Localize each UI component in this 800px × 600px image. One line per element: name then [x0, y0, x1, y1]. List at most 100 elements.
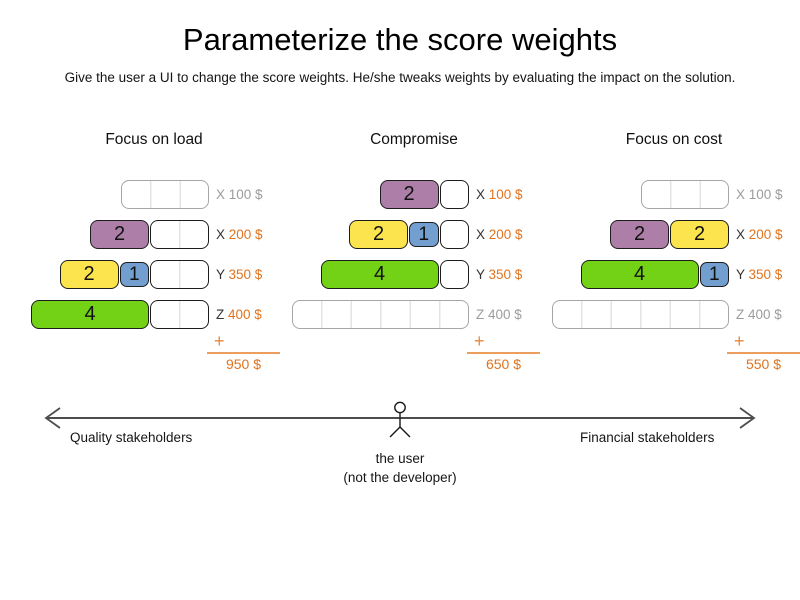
constraint-cost: 400 $: [228, 307, 262, 322]
constraint-letter: X: [736, 227, 749, 242]
weight-block-value: 1: [708, 263, 720, 285]
sum-total: 650 $: [485, 356, 522, 372]
sum-line: [207, 352, 280, 354]
row-cost-label: Z 400 $: [476, 300, 522, 329]
weight-block-purple: 2: [610, 220, 669, 249]
arrow-left-head-icon: [44, 407, 61, 429]
weight-block-purple: 2: [379, 180, 439, 209]
weight-row: 2: [90, 220, 209, 249]
weight-row: [640, 180, 729, 209]
weight-block-green: 4: [320, 260, 439, 289]
weight-block-green: 4: [580, 260, 699, 289]
weight-row: 2: [379, 180, 469, 209]
slide-subtitle: Give the user a UI to change the score w…: [64, 70, 736, 85]
row-cost-label: X 200 $: [216, 220, 263, 249]
column-title: Compromise: [370, 131, 458, 148]
row-cost-label: Y 350 $: [476, 260, 522, 289]
sum-total: 950 $: [225, 356, 262, 372]
weight-track: [640, 180, 729, 209]
constraint-letter: X: [476, 227, 489, 242]
weight-row: [552, 300, 729, 329]
constraint-cost: 400 $: [488, 307, 522, 322]
weight-block-value: 2: [693, 223, 706, 245]
weight-track: [439, 180, 469, 209]
weight-row: [292, 300, 469, 329]
weight-row: 4: [320, 260, 469, 289]
weight-block-yellow: 2: [349, 220, 408, 249]
weight-track: [439, 260, 469, 289]
weight-track: [150, 220, 209, 249]
constraint-cost: 350 $: [488, 267, 523, 282]
constraint-cost: 200 $: [748, 227, 783, 242]
weight-block-yellow: 2: [670, 220, 729, 249]
weight-row: [120, 180, 209, 209]
constraint-letter: X: [736, 187, 749, 202]
sum-plus-sign: +: [734, 331, 745, 351]
weight-block-purple: 2: [90, 220, 149, 249]
row-cost-label: X 100 $: [216, 180, 263, 209]
weight-block-value: 4: [373, 263, 386, 285]
constraint-letter: Y: [216, 267, 229, 282]
user-label-line2: (not the developer): [343, 470, 457, 485]
weight-block-green: 4: [31, 300, 149, 329]
weight-block-value: 2: [372, 223, 385, 245]
sum-plus-sign: +: [474, 331, 485, 351]
stakeholder-spectrum-arrow: [44, 401, 756, 438]
weight-track: [150, 260, 209, 289]
weight-block-value: 1: [418, 223, 430, 245]
column-title: Focus on load: [105, 131, 203, 148]
sum-line: [727, 352, 800, 354]
weight-block-yellow: 2: [59, 260, 119, 289]
financial-stakeholders-label: Financial stakeholders: [580, 430, 715, 445]
weight-block-value: 2: [633, 223, 646, 245]
constraint-letter: Z: [736, 307, 748, 322]
constraint-cost: 200 $: [228, 227, 263, 242]
weight-row: 4: [31, 300, 209, 329]
row-cost-label: X 100 $: [476, 180, 523, 209]
weight-block-value: 1: [128, 263, 140, 285]
constraint-letter: X: [476, 187, 489, 202]
weight-block-value: 2: [113, 223, 126, 245]
weight-block-blue: 1: [699, 262, 729, 287]
constraint-cost: 200 $: [488, 227, 523, 242]
constraint-cost: 100 $: [748, 187, 783, 202]
constraint-cost: 350 $: [748, 267, 783, 282]
user-label-line1: the user: [375, 451, 425, 466]
row-cost-label: X 100 $: [736, 180, 783, 209]
constraint-cost: 100 $: [488, 187, 523, 202]
row-cost-label: Z 400 $: [736, 300, 782, 329]
weight-block-blue: 1: [409, 222, 439, 247]
weight-track: [120, 180, 209, 209]
row-cost-label: Y 350 $: [216, 260, 262, 289]
sum-plus-sign: +: [214, 331, 225, 351]
arrow-right-head-icon: [739, 407, 756, 429]
user-stick-figure-icon: [389, 401, 411, 438]
constraint-letter: X: [216, 227, 229, 242]
constraint-cost: 400 $: [748, 307, 782, 322]
column-title: Focus on cost: [625, 131, 723, 148]
row-cost-label: Y 350 $: [736, 260, 782, 289]
weight-track: [439, 220, 469, 249]
weight-track: [292, 300, 469, 329]
weight-block-blue: 1: [119, 262, 149, 287]
weight-block-value: 4: [84, 303, 96, 325]
quality-stakeholders-label: Quality stakeholders: [70, 430, 193, 445]
weight-track: [552, 300, 729, 329]
weight-block-value: 4: [633, 263, 646, 285]
row-cost-label: X 200 $: [736, 220, 783, 249]
constraint-cost: 100 $: [228, 187, 263, 202]
constraint-letter: Z: [476, 307, 488, 322]
weight-track: [150, 300, 209, 329]
sum-line: [467, 352, 540, 354]
constraint-letter: Y: [476, 267, 489, 282]
weight-block-value: 2: [403, 183, 415, 205]
constraint-letter: Y: [736, 267, 749, 282]
